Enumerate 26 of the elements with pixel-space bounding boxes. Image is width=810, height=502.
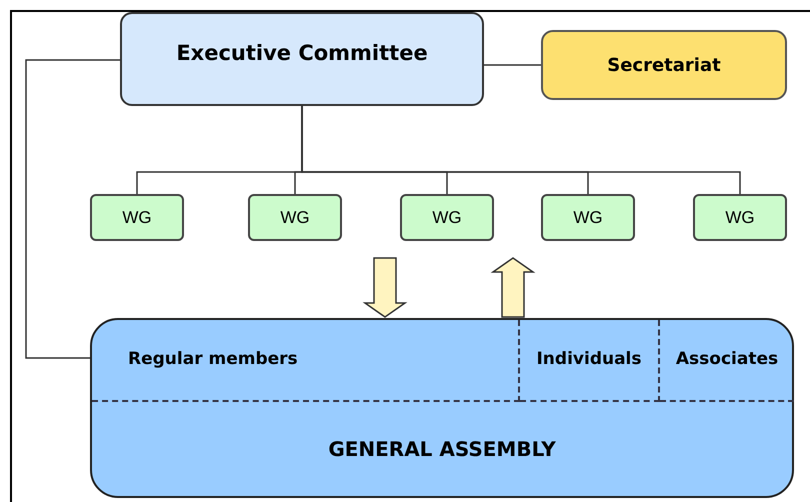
connector-line: [25, 59, 120, 359]
node-label: WG: [122, 206, 152, 229]
node-label: Secretariat: [607, 54, 721, 78]
working-group-box: [693, 194, 787, 241]
committee-box: [120, 12, 484, 106]
member-section: [520, 320, 660, 402]
block-arrow: [362, 257, 408, 318]
node-label: GENERAL ASSEMBLY: [328, 436, 556, 463]
working-group-box: [541, 194, 635, 241]
working-group-box: [400, 194, 494, 241]
node-label: WG: [280, 206, 310, 229]
block-arrow: [490, 257, 536, 318]
secretariat-box: [541, 30, 787, 100]
member-section: [92, 320, 520, 402]
node-label: WG: [725, 206, 755, 229]
assembly-box: [90, 318, 794, 498]
node-label: Executive Committee: [176, 40, 428, 67]
node-label: Individuals: [536, 348, 642, 372]
node-label: WG: [432, 206, 462, 229]
node-label: Regular members: [128, 348, 298, 372]
connector-line: [301, 106, 741, 194]
working-group-box: [90, 194, 184, 241]
connector-line: [484, 64, 541, 66]
node-label: Associates: [676, 348, 778, 372]
working-group-box: [248, 194, 342, 241]
node-label: WG: [573, 206, 603, 229]
